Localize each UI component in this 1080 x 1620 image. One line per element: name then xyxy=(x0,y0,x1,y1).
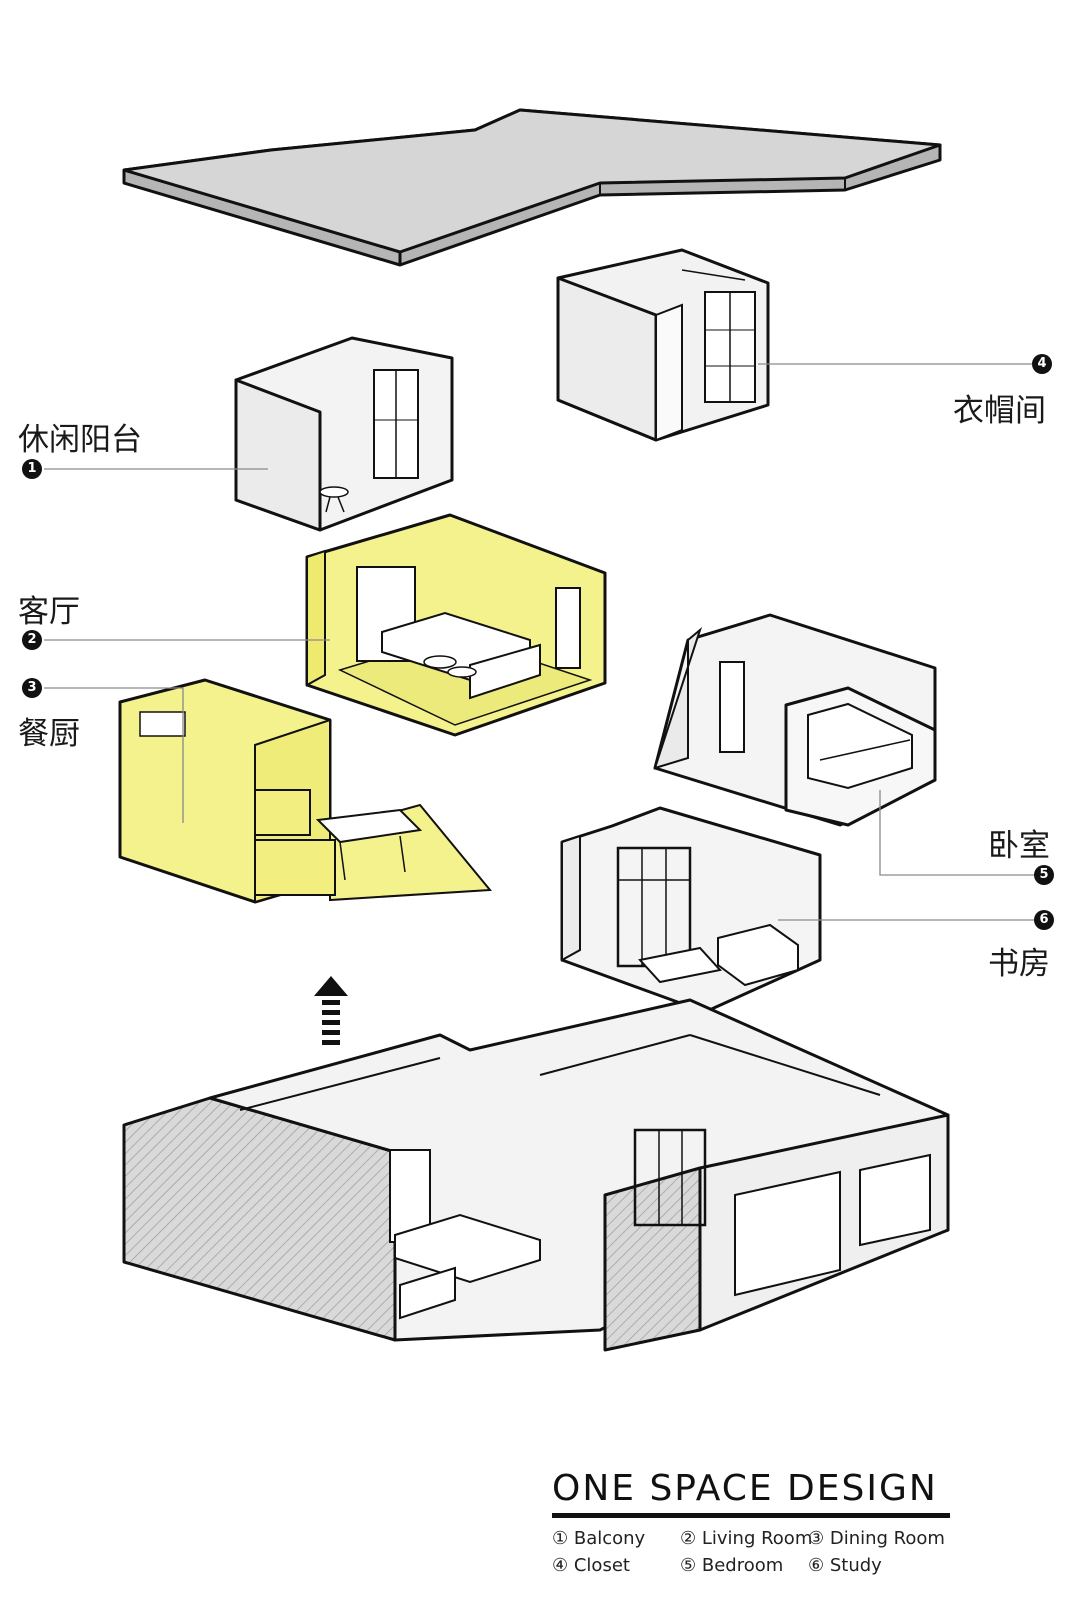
callout-label-closet: 衣帽间 xyxy=(953,393,1046,429)
arrow-up-icon xyxy=(314,976,348,1045)
callout-number-1: 1 xyxy=(22,459,42,479)
living-room-module xyxy=(305,513,607,737)
legend-item-study: ⑥ Study xyxy=(808,1555,882,1576)
callout-label-balcony: 休闲阳台 xyxy=(18,422,142,458)
brand-block: ONE SPACE DESIGN ① Balcony ② Living Room… xyxy=(552,1468,952,1576)
balcony-module xyxy=(234,336,454,532)
callout-number-5: 5 xyxy=(1034,865,1054,885)
base-apartment-model xyxy=(122,998,950,1352)
dining-kitchen-module xyxy=(118,678,493,904)
callout-number-2: 2 xyxy=(22,630,42,650)
callout-label-study: 书房 xyxy=(988,946,1050,982)
callout-number-4: 4 xyxy=(1032,354,1052,374)
legend-item-bedroom: ⑤ Bedroom xyxy=(680,1555,784,1576)
legend-item-balcony: ① Balcony xyxy=(552,1528,646,1549)
callout-label-dining-kitchen: 餐厨 xyxy=(18,716,80,752)
brand-divider xyxy=(552,1513,950,1518)
bedroom-module xyxy=(653,613,937,827)
callout-label-bedroom: 卧室 xyxy=(988,828,1050,864)
roof-slab xyxy=(122,108,942,267)
callout-number-3: 3 xyxy=(22,678,42,698)
callout-number-6: 6 xyxy=(1034,910,1054,930)
legend-item-closet: ④ Closet xyxy=(552,1555,630,1576)
legend-item-living-room: ② Living Room xyxy=(680,1528,813,1549)
callout-label-living-room: 客厅 xyxy=(18,594,80,630)
study-module xyxy=(560,806,822,1014)
room-legend: ① Balcony ② Living Room ③ Dining Room ④ … xyxy=(552,1528,952,1576)
closet-module xyxy=(556,248,770,442)
brand-title: ONE SPACE DESIGN xyxy=(552,1468,938,1509)
leader-lines xyxy=(44,363,1038,921)
legend-item-dining-room: ③ Dining Room xyxy=(808,1528,945,1549)
